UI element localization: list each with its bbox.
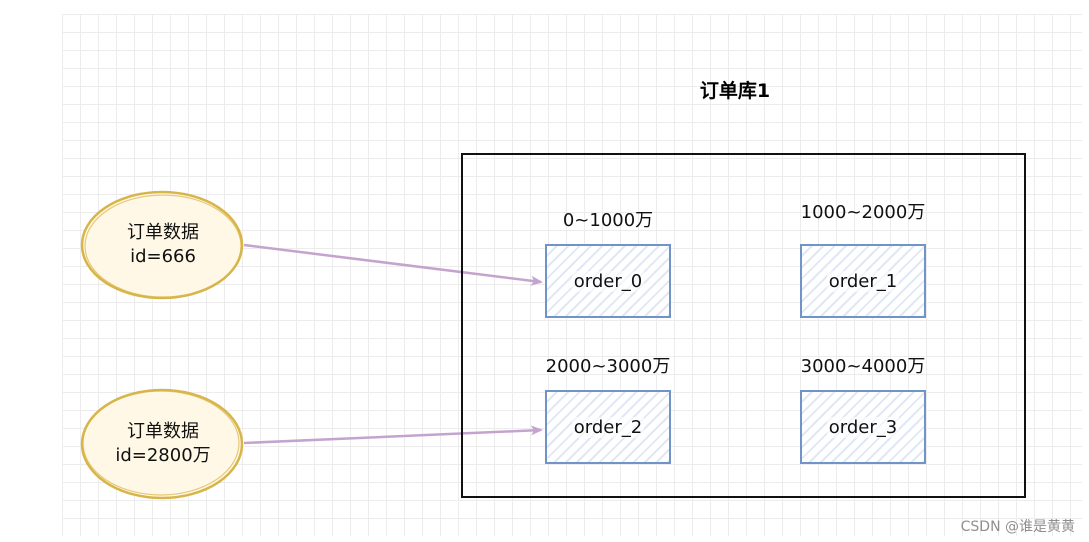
input-ellipse-1-sketch [84,194,242,298]
range-label-order-1: 1000~2000万 [800,202,926,223]
table-order-1-label: order_1 [826,270,900,292]
input-2-line1: 订单数据 [127,421,199,442]
database-title: 订单库1 [699,80,771,102]
table-order-3-label: order_3 [826,416,900,438]
table-order-1: order_1 [800,244,926,318]
table-order-2: order_2 [545,390,671,464]
input-ellipse-2-sketch [82,390,240,496]
input-label-1: 订单数据 id=666 [83,221,243,269]
table-order-3: order_3 [800,390,926,464]
table-order-0: order_0 [545,244,671,318]
database-container [461,153,1026,498]
arrow-to-order-2 [243,425,543,445]
range-label-order-0: 0~1000万 [562,210,654,231]
range-label-order-2: 2000~3000万 [545,356,671,377]
input-2-line2: id=2800万 [115,445,211,466]
input-1-line2: id=666 [130,246,196,267]
table-order-0-label: order_0 [571,270,645,292]
input-1-line1: 订单数据 [127,222,199,243]
range-label-order-3: 3000~4000万 [800,356,926,377]
table-order-2-label: order_2 [571,416,645,438]
arrow-to-order-0 [243,243,543,286]
input-ellipse-1 [80,190,244,300]
input-label-2: 订单数据 id=2800万 [83,420,243,468]
input-ellipse-2 [80,388,244,500]
watermark: CSDN @谁是黄黄 [960,519,1075,535]
